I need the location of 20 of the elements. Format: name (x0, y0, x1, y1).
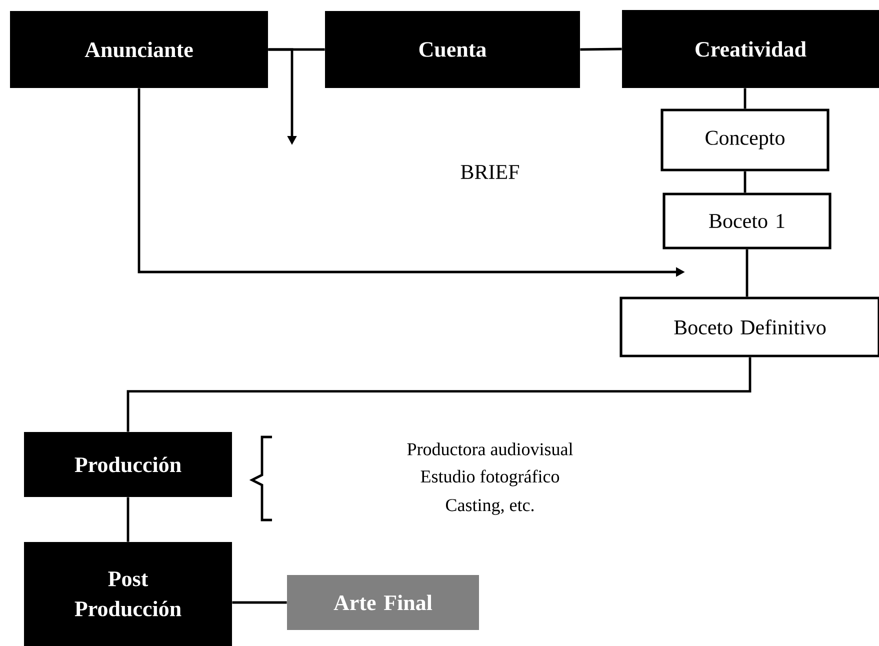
label-text: Estudio fotográfico (420, 470, 560, 486)
process-box: Anunciante (10, 11, 268, 88)
process-box: Boceto 1 (662, 192, 832, 250)
process-box: Arte Final (287, 575, 479, 630)
connector (232, 601, 287, 604)
connector (580, 48, 622, 51)
connector (744, 88, 746, 109)
connector (744, 171, 746, 193)
label-text: Productora audiovisual (407, 442, 573, 456)
process-box: Post Producción (24, 542, 232, 646)
process-box: Boceto Definitivo (620, 296, 879, 358)
process-box: Creatividad (622, 10, 879, 88)
connector (746, 249, 748, 297)
label-text: BRIEF (460, 165, 519, 179)
label-text: Casting, etc. (446, 499, 534, 515)
connector (126, 497, 130, 542)
process-box: Cuenta (325, 11, 580, 88)
process-box: Producción (24, 432, 232, 497)
process-box: Concepto (660, 108, 830, 172)
connector (126, 357, 752, 432)
